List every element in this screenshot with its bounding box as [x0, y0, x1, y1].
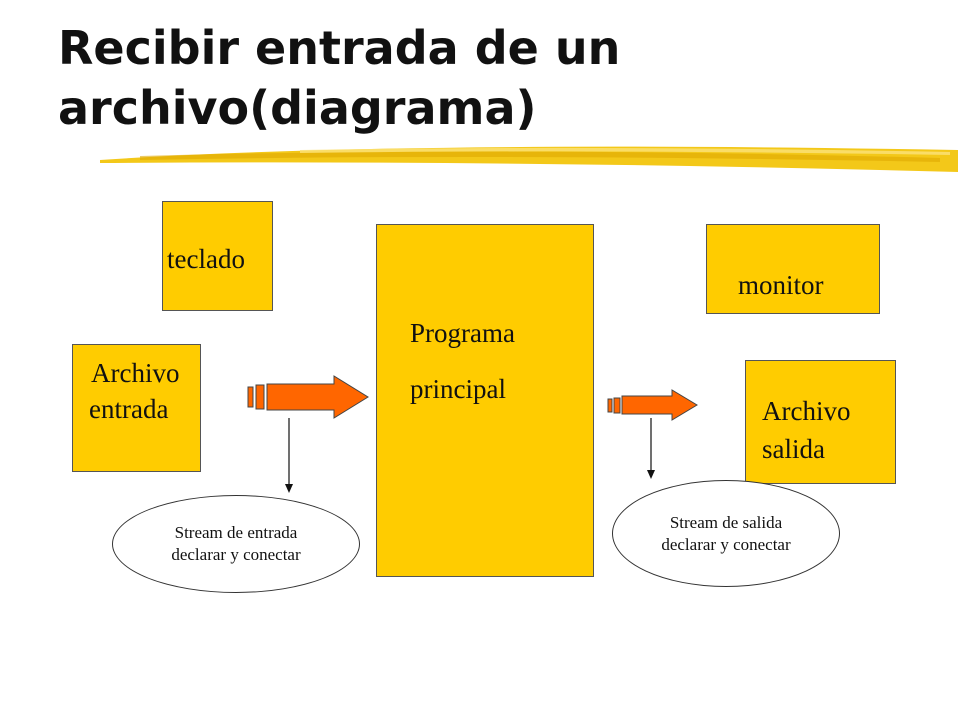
stream-salida-line-2: declarar y conectar — [661, 534, 791, 554]
teclado-box: teclado — [162, 201, 273, 311]
title-line-1: Recibir entrada de un — [58, 21, 621, 75]
slide-title: Recibir entrada de un archivo(diagrama) — [58, 18, 938, 138]
archivo-entrada-label-1: Archivo — [91, 358, 180, 388]
stream-salida-line-1: Stream de salida — [669, 512, 783, 532]
teclado-label: teclado — [167, 244, 245, 274]
stream-entrada-ellipse: Stream de entrada declarar y conectar — [112, 495, 360, 593]
stream-entrada-line-1: Stream de entrada — [174, 523, 298, 542]
monitor-label: monitor — [738, 270, 824, 300]
archivo-entrada-box: Archivo entrada — [72, 344, 201, 472]
connector-left — [285, 418, 293, 493]
programa-principal-box: Programa principal — [376, 224, 594, 577]
archivo-salida-label-1: Archivo — [762, 396, 851, 426]
programa-label-2: principal — [410, 374, 506, 404]
stream-entrada-line-2: declarar y conectar — [171, 545, 301, 564]
archivo-salida-box: Archivo salida — [745, 360, 896, 484]
programa-label-1: Programa — [410, 318, 515, 348]
archivo-salida-label-2: salida — [762, 434, 825, 464]
input-arrow-icon — [247, 375, 369, 419]
stream-salida-ellipse: Stream de salida declarar y conectar — [612, 480, 840, 587]
monitor-box: monitor — [706, 224, 880, 314]
connector-right — [647, 418, 655, 479]
title-line-2: archivo(diagrama) — [58, 81, 537, 135]
archivo-entrada-label-2: entrada — [89, 394, 169, 424]
output-arrow-icon — [607, 389, 698, 421]
title-underline — [100, 146, 958, 172]
